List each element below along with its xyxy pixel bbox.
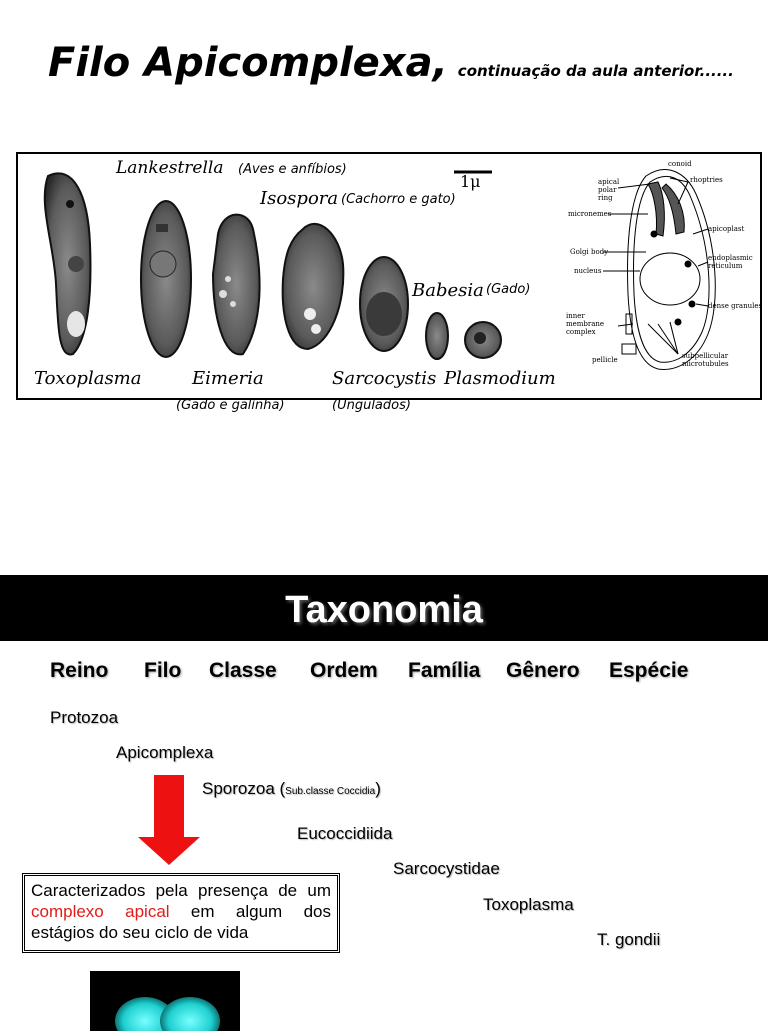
slide-title: Filo Apicomplexa, continuação da aula ant… — [48, 40, 734, 86]
apical-complex-diagram — [603, 169, 716, 370]
diagram-imc: inner membrane complex — [566, 312, 605, 336]
title-main: Filo Apicomplexa, — [48, 40, 448, 86]
slide-apicomplexa: Filo Apicomplexa, continuação da aula ant… — [16, 40, 762, 413]
label-lankestrella: Lankestrella — [116, 158, 224, 178]
rank-especie: Espécie — [609, 659, 689, 682]
title-bar: Taxonomia — [0, 575, 768, 641]
level-classe: Sporozoa (Sub.classe Coccidia) — [202, 779, 381, 799]
host-sarcocystis: (Ungulados) — [332, 398, 411, 413]
rank-reino: Reino — [50, 659, 109, 682]
callout-highlight: complexo apical — [31, 902, 170, 921]
sarcocystis-cell — [359, 256, 409, 352]
label-eimeria: Eimeria — [192, 368, 264, 389]
rank-filo: Filo — [144, 659, 182, 682]
level-ordem: Eucoccidiida — [297, 824, 393, 843]
toxoplasma-cell — [43, 172, 92, 356]
diagram-subpellicular: subpellicular microtubules — [682, 352, 729, 368]
lankestrella-cell — [140, 200, 192, 358]
title-subtitle: continuação da aula anterior...... — [457, 62, 734, 80]
diagram-nucleus: nucleus — [574, 267, 602, 275]
slide-title: Taxonomia — [285, 589, 483, 631]
scale-label: 1μ — [460, 172, 481, 191]
level-especie: T. gondii — [597, 930, 661, 949]
callout-text-end: em algum dos estágios do seu ciclo de vi… — [31, 902, 331, 942]
level-filo: Apicomplexa — [116, 743, 214, 762]
level-familia: Sarcocystidae — [393, 859, 500, 878]
host-babesia: (Gado) — [486, 282, 531, 297]
label-sarcocystis: Sarcocystis — [332, 368, 437, 389]
diagram-rhoptries: rhoptries — [690, 176, 723, 184]
diagram-dense-granules: dense granules — [708, 302, 762, 310]
apical-complex-callout: Caracterizados pela presença de um compl… — [22, 873, 340, 953]
rank-genero: Gênero — [506, 659, 580, 682]
level-classe-close: ) — [375, 779, 381, 798]
diagram-apical-polar-ring: apical polar ring — [598, 178, 620, 202]
diagram-pellicle: pellicle — [592, 356, 618, 364]
rank-classe: Classe — [209, 659, 277, 682]
diagram-er: endoplasmic reticulum — [708, 254, 753, 270]
babesia-cell — [425, 312, 449, 360]
apicomplexa-figure: Lankestrella (Aves e anfíbios) Isospora … — [16, 152, 762, 400]
host-lankestrella: (Aves e anfíbios) — [238, 162, 347, 177]
rank-familia: Família — [408, 659, 481, 682]
callout-text-start: Caracterizados pela presença de um — [31, 881, 331, 900]
diagram-golgi: Golgi body — [570, 248, 609, 256]
level-reino: Protozoa — [50, 708, 119, 727]
label-toxoplasma: Toxoplasma — [34, 368, 142, 389]
rank-ordem: Ordem — [310, 659, 378, 682]
level-classe-name: Sporozoa ( — [202, 779, 286, 798]
eimeria-cell — [211, 213, 261, 356]
diagram-micronemes: micronemes — [568, 210, 612, 218]
level-subclasse: Sub.classe Coccidia — [285, 786, 376, 797]
host-eimeria: (Gado e galinha) — [176, 398, 285, 413]
level-genero: Toxoplasma — [483, 895, 574, 914]
diagram-conoid: conoid — [668, 160, 692, 168]
cells-illustration — [43, 169, 716, 370]
label-plasmodium: Plasmodium — [444, 368, 556, 389]
host-isospora: (Cachorro e gato) — [341, 192, 456, 207]
label-isospora: Isospora — [260, 188, 339, 209]
label-babesia: Babesia — [412, 280, 484, 301]
down-arrow-icon — [138, 775, 200, 865]
plasmodium-cell — [464, 321, 502, 359]
isospora-cell — [281, 223, 345, 351]
slide-taxonomia: Taxonomia Reino Filo Classe Ordem Famíli… — [0, 575, 768, 1031]
fluorescent-cell-image — [90, 971, 240, 1031]
diagram-apicoplast: apicoplast — [708, 225, 745, 233]
